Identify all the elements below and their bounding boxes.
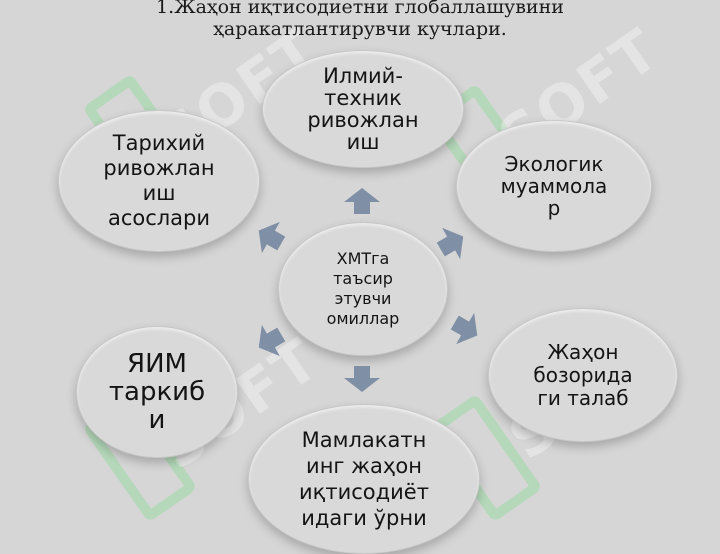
node-bottom: Мамлакатн инг жаҳон иқтисодиёт идаги ўрн… bbox=[248, 404, 480, 554]
node-bottom-label: Мамлакатн инг жаҳон иқтисодиёт идаги ўрн… bbox=[299, 428, 429, 530]
node-top-left-label: Тарихий ривожлан иш асослари bbox=[103, 131, 215, 230]
title-line-2: ҳаракатлантирувчи кучлари. bbox=[213, 18, 507, 40]
arrow-down-right-icon bbox=[443, 304, 489, 354]
node-top-right-label: Экологик муаммола р bbox=[500, 152, 608, 220]
title-line-1: 1.Жаҳон иқтисодиетни глобаллашувини bbox=[156, 0, 564, 18]
node-top: Илмий- техник ривожлан иш bbox=[262, 50, 464, 168]
node-right: Жаҳон бозорида ги талаб bbox=[488, 308, 678, 442]
node-center: ХМТга таъсир этувчи омиллар bbox=[278, 222, 448, 356]
arrow-up-icon bbox=[342, 186, 382, 216]
node-top-label: Илмий- техник ривожлан иш bbox=[307, 64, 419, 154]
node-left: ЯИМ таркиб и bbox=[76, 326, 238, 458]
page-title: 1.Жаҳон иқтисодиетни глобаллашувини ҳара… bbox=[0, 0, 720, 40]
node-top-left: Тарихий ривожлан иш асослари bbox=[58, 110, 260, 252]
node-top-right: Экологик муаммола р bbox=[456, 120, 652, 252]
arrow-up-right-icon bbox=[429, 218, 475, 268]
node-left-label: ЯИМ таркиб и bbox=[108, 349, 206, 435]
arrow-down-left-icon bbox=[247, 316, 293, 366]
node-right-label: Жаҳон бозорида ги талаб bbox=[533, 339, 633, 410]
arrow-down-icon bbox=[342, 364, 382, 394]
node-center-label: ХМТга таъсир этувчи омиллар bbox=[326, 249, 400, 328]
arrow-up-left-icon bbox=[247, 212, 293, 262]
